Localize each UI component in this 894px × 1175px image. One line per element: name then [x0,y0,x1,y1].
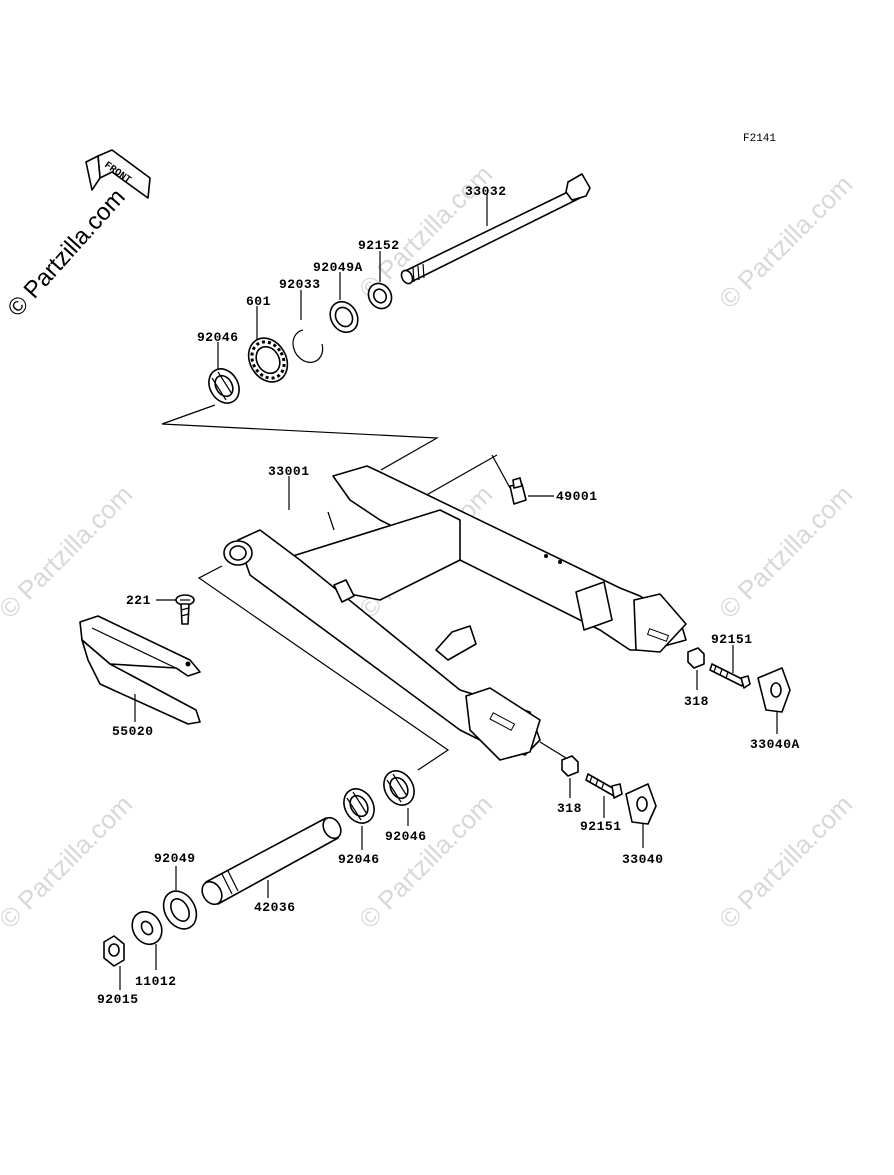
needle-bearing-92046-b2 [383,770,415,806]
part-label-92049: 92049 [154,851,196,866]
part-label-33040: 33040 [622,852,664,867]
part-label-92033: 92033 [279,277,321,292]
part-label-318-right: 318 [684,694,709,709]
part-label-92046-top: 92046 [197,330,239,345]
watermark: © Partzilla.com [713,479,858,624]
part-label-92151-right: 92151 [711,632,753,647]
part-label-318-center: 318 [557,801,582,816]
assembly-line-bottom [197,565,450,771]
part-label-33040A: 33040A [750,737,800,752]
chain-guard-55020 [79,615,201,725]
partzilla-watermark: © Partzilla.com [2,184,130,322]
part-label-221: 221 [126,593,151,608]
part-label-92015: 92015 [97,992,139,1007]
part-label-42036: 42036 [254,900,296,915]
part-label-49001: 49001 [556,489,598,504]
part-label-92046-b2: 92046 [385,829,427,844]
needle-bearing-92046-top [208,368,240,404]
watermark: © Partzilla.com [713,169,858,314]
part-label-55020: 55020 [112,724,154,739]
bolt-92151-center [585,773,623,799]
washer-11012 [131,910,163,946]
pivot-shaft-33032 [400,173,591,285]
nut-92015 [103,935,125,967]
part-label-92152: 92152 [358,238,400,253]
watermark: © Partzilla.com [713,789,858,934]
watermark: © Partzilla.com [0,479,138,624]
part-label-92049A: 92049A [313,260,363,275]
figure-code: F2141 [743,133,776,145]
part-label-33001: 33001 [268,464,310,479]
screw-221 [175,594,195,625]
grease-fitting-49001 [509,477,527,505]
adjuster-block-33040A [757,667,791,713]
part-label-601: 601 [246,294,271,309]
seal-92049 [162,890,198,930]
circlip-92033 [292,329,324,363]
assembly-line-49001b [491,454,511,489]
needle-bearing-92046-b1 [343,788,375,824]
nut-318-center [561,755,579,777]
nut-318-right [687,647,705,669]
part-label-33032: 33032 [465,184,507,199]
part-label-92151-center: 92151 [580,819,622,834]
swingarm-33001 [223,465,687,761]
assembly-line-318-c [539,741,567,759]
watermark: © Partzilla.com [0,789,138,934]
watermark: © Partzilla.com [353,159,498,304]
bolt-92151-right [709,663,751,689]
bearing-601 [247,337,289,383]
collar-92152 [367,282,393,310]
collar-42036 [201,816,342,906]
part-label-92046-b1: 92046 [338,852,380,867]
adjuster-block-33040 [625,783,657,825]
assembly-line-top [161,404,440,471]
part-label-11012: 11012 [135,974,177,989]
seal-92049A [329,300,359,334]
